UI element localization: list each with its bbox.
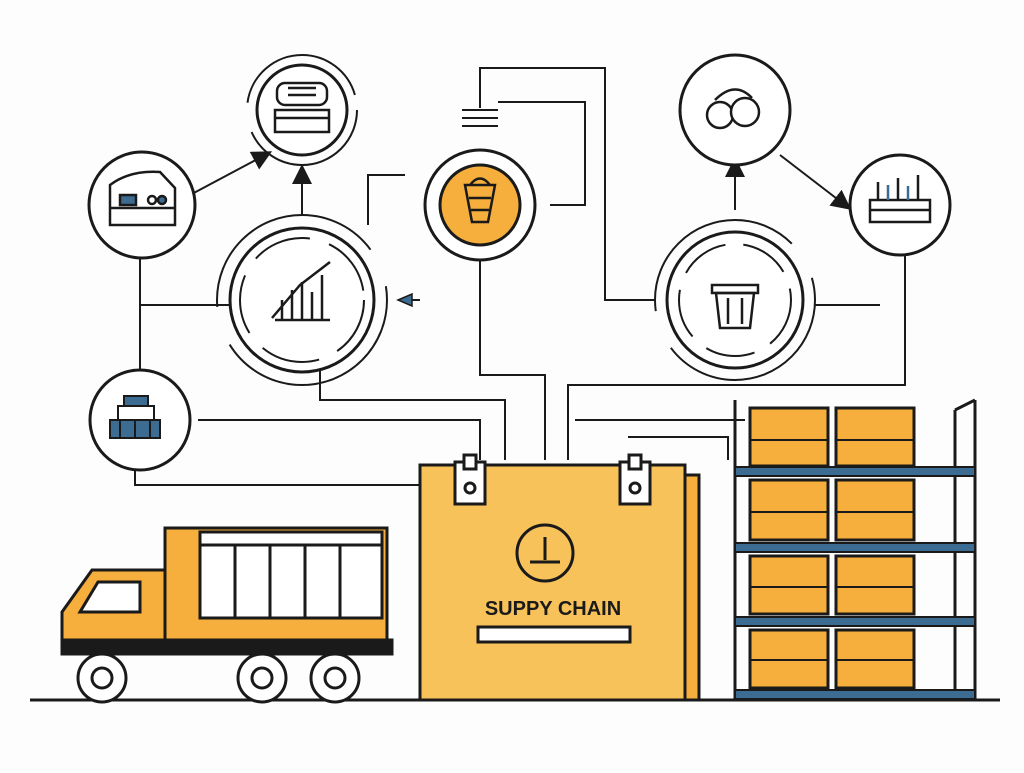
bar-chart-icon <box>271 261 331 322</box>
clip-right-icon <box>618 453 652 506</box>
clip-left-icon <box>453 453 487 506</box>
connector-cart-down <box>479 258 546 460</box>
node-inventory <box>88 368 192 472</box>
connector-inventory-to-box <box>198 419 481 460</box>
box-label-bar <box>476 625 632 644</box>
node-shopping-cart <box>654 219 816 381</box>
node-factory <box>848 153 952 257</box>
connector-top-loop <box>479 67 655 301</box>
node-cash-register <box>246 54 358 166</box>
connector-top-branch <box>498 101 586 206</box>
connector-inventory-down <box>134 462 420 486</box>
node-delivery-van <box>87 150 197 260</box>
connector-box-to-shelf <box>628 436 729 460</box>
connector-van-to-cash <box>189 151 273 196</box>
delivery-truck-icon <box>60 526 394 704</box>
supply-chain-box: SUPPY CHAIN <box>418 453 701 702</box>
box-label: SUPPY CHAIN <box>485 598 621 620</box>
connector-cart-left <box>367 174 405 225</box>
shopping-basket-icon <box>463 177 497 224</box>
delivery-van-icon <box>108 170 177 227</box>
pointer-icon <box>396 292 413 308</box>
node-produce <box>678 53 792 167</box>
dock-icon <box>515 523 575 583</box>
factory-icon <box>868 175 932 224</box>
node-analytics <box>216 214 413 386</box>
connector-basket-to-box <box>567 384 740 460</box>
inventory-stack-icon <box>109 395 161 439</box>
menu-lines-icon <box>462 109 498 127</box>
shopping-cart-icon <box>710 283 760 330</box>
cash-register-icon <box>273 81 331 134</box>
connector-produce-to-factory <box>779 154 852 210</box>
connector-right-spine <box>740 255 906 386</box>
node-shopping-basket <box>423 148 537 262</box>
produce-icon <box>705 88 761 130</box>
pallet-rack-icon <box>733 398 977 700</box>
